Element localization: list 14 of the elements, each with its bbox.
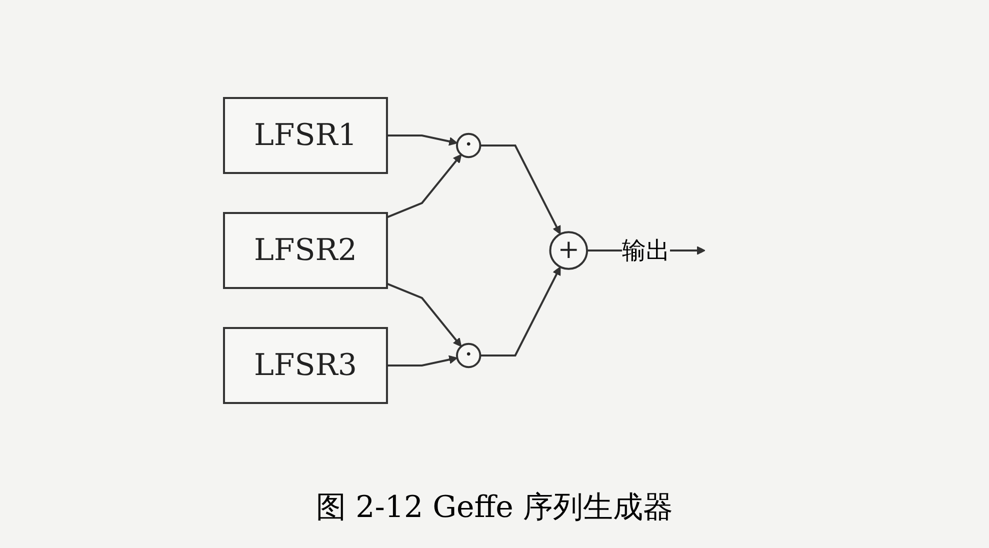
arrow [386, 154, 462, 218]
arrow [480, 266, 561, 356]
arrow [386, 282, 462, 347]
node-circle: + [549, 231, 588, 270]
arrow [386, 134, 458, 146]
node-box: LFSR3 [222, 327, 388, 404]
node-box: LFSR2 [222, 212, 388, 289]
figure-caption: 图 2-12 Geffe 序列生成器 [316, 488, 673, 526]
node-circle: · [456, 132, 482, 158]
arrow [480, 144, 561, 234]
node-circle: · [456, 342, 482, 368]
arrow [386, 355, 458, 366]
edge-label: 输出 [622, 236, 670, 264]
node-box: LFSR1 [222, 97, 388, 174]
